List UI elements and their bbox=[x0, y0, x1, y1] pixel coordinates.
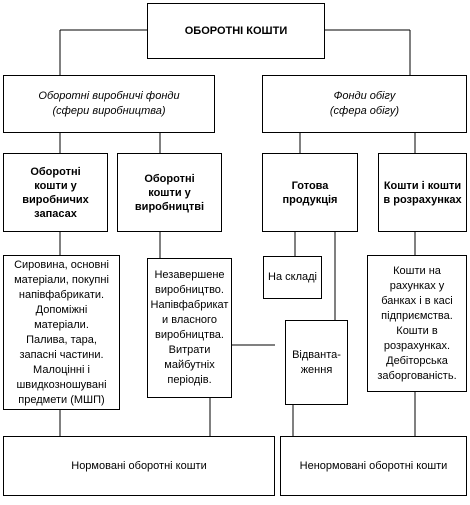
stocks-detail-line: Сировина, основні bbox=[14, 258, 109, 271]
stocks-detail-line: матеріали, покупні bbox=[14, 273, 109, 286]
settlements-line: в розрахунках bbox=[383, 193, 462, 206]
stocks-detail-line: запасні частини. bbox=[19, 348, 104, 361]
stocks-detail-line: напівфабрикати. bbox=[18, 288, 105, 301]
settlements-detail-line: заборгованість. bbox=[377, 369, 457, 382]
production-detail-line: Напівфабрикат bbox=[150, 299, 229, 311]
production-detail-line: періодів. bbox=[167, 374, 212, 386]
in-production-box: Оборотні кошти у виробництві bbox=[117, 153, 222, 232]
non-normed-box: Ненормовані оборотні кошти bbox=[280, 436, 467, 496]
stocks-line: кошти у bbox=[34, 179, 77, 192]
stocks-detail-line: Малоцінні і bbox=[33, 363, 90, 376]
in-production-line: Оборотні bbox=[144, 172, 195, 185]
stocks-line: запасах bbox=[34, 207, 77, 220]
production-detail-line: и власного bbox=[162, 314, 217, 326]
production-detail-line: Незавершене bbox=[154, 269, 225, 281]
stocks-detail-line: швидкозношувані bbox=[16, 378, 107, 391]
production-detail-line: майбутніх bbox=[164, 359, 215, 371]
shipped-line: Відванта- bbox=[292, 348, 341, 361]
stocks-detail-box: Сировина, основні матеріали, покупні нап… bbox=[3, 255, 120, 410]
stocks-detail-line: предмети (МШП) bbox=[18, 393, 105, 406]
non-normed-label: Ненормовані оборотні кошти bbox=[299, 459, 448, 472]
root-title: ОБОРОТНІ КОШТИ bbox=[184, 24, 288, 37]
stocks-detail-line: Допоміжні bbox=[35, 303, 88, 316]
warehouse-box: На складі bbox=[263, 256, 322, 299]
settlements-detail-line: розрахунках. bbox=[383, 339, 451, 352]
stocks-detail-line: Палива, тара, bbox=[26, 333, 97, 346]
finished-goods-box: Готова продукція bbox=[262, 153, 358, 232]
shipped-line: ження bbox=[300, 363, 333, 376]
finished-goods-line: Готова bbox=[291, 179, 329, 192]
settlements-detail-line: банках і в касі bbox=[381, 294, 453, 307]
production-funds-line2: (сфери виробництва) bbox=[52, 105, 166, 117]
settlements-detail-line: рахунках у bbox=[389, 279, 445, 292]
normed-box: Нормовані оборотні кошти bbox=[3, 436, 275, 496]
settlements-detail-line: підприємства. bbox=[381, 309, 453, 322]
shipped-box: Відванта- ження bbox=[285, 320, 348, 405]
warehouse-label: На складі bbox=[268, 271, 317, 283]
stocks-line: Оборотні bbox=[30, 165, 81, 178]
settlements-detail-line: Кошти на bbox=[393, 264, 441, 277]
production-funds-line1: Оборотні виробничі фонди bbox=[38, 90, 180, 102]
circulation-funds-line1: Фонди обігу bbox=[333, 90, 396, 102]
production-funds-box: Оборотні виробничі фонди (сфери виробниц… bbox=[3, 75, 215, 133]
circulation-funds-line2: (сфера обігу) bbox=[329, 105, 400, 117]
stocks-detail-line: матеріали. bbox=[34, 318, 89, 331]
stocks-line: виробничих bbox=[22, 193, 89, 206]
settlements-detail-line: Кошти в bbox=[396, 324, 438, 337]
settlements-line: Кошти і кошти bbox=[383, 179, 462, 192]
production-detail-line: виробництво. bbox=[155, 284, 224, 296]
root-box: ОБОРОТНІ КОШТИ bbox=[147, 3, 325, 59]
settlements-box: Кошти і кошти в розрахунках bbox=[378, 153, 467, 232]
production-detail-line: Витрати bbox=[168, 344, 211, 356]
stocks-box: Оборотні кошти у виробничих запасах bbox=[3, 153, 108, 232]
circulation-funds-box: Фонди обігу (сфера обігу) bbox=[262, 75, 467, 133]
normed-label: Нормовані оборотні кошти bbox=[71, 459, 207, 472]
settlements-detail-line: Дебіторська bbox=[386, 354, 448, 367]
in-production-line: кошти у bbox=[148, 186, 191, 199]
production-detail-box: Незавершене виробництво. Напівфабрикат и… bbox=[147, 258, 232, 398]
finished-goods-line: продукція bbox=[282, 193, 338, 206]
in-production-line: виробництві bbox=[134, 200, 205, 213]
production-detail-line: виробництва. bbox=[155, 329, 224, 341]
settlements-detail-box: Кошти на рахунках у банках і в касі підп… bbox=[367, 255, 467, 392]
